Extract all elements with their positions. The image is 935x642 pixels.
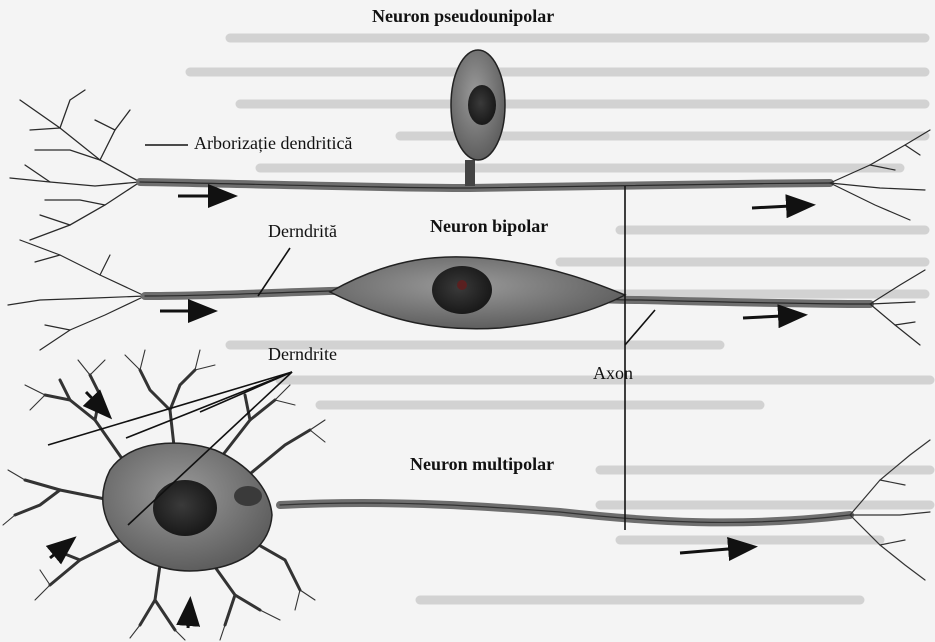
bipolar-nucleolus bbox=[457, 280, 467, 290]
arrow-multi-out bbox=[680, 547, 752, 553]
leader-dendrite-1 bbox=[48, 372, 292, 445]
pseudounipolar-nucleus bbox=[468, 85, 496, 125]
multipolar-axon-terminal bbox=[850, 440, 930, 580]
arrow-multi-in-3 bbox=[188, 602, 190, 628]
label-arborizatie-dendritica: Arborizație dendritică bbox=[194, 133, 352, 154]
arrow-pseudo-out bbox=[752, 205, 810, 208]
label-pseudounipolar: Neuron pseudounipolar bbox=[372, 6, 554, 27]
label-multipolar: Neuron multipolar bbox=[410, 454, 554, 475]
label-axon: Axon bbox=[593, 363, 633, 384]
bipolar-left-dendrite bbox=[8, 240, 145, 350]
arrow-bipolar-out bbox=[743, 315, 802, 318]
label-dendrite: Derndrite bbox=[268, 344, 337, 365]
label-dendrita: Derndrită bbox=[268, 221, 337, 242]
bipolar-right-terminal bbox=[870, 270, 925, 345]
right-terminal-arborization bbox=[830, 130, 930, 220]
label-bipolar: Neuron bipolar bbox=[430, 216, 548, 237]
multipolar-nucleus bbox=[153, 480, 217, 536]
leader-axon-bipolar bbox=[625, 310, 655, 345]
multipolar-axon-hillock bbox=[234, 486, 262, 506]
pseudounipolar-axon bbox=[140, 182, 830, 188]
left-dendritic-arborization bbox=[10, 90, 140, 240]
